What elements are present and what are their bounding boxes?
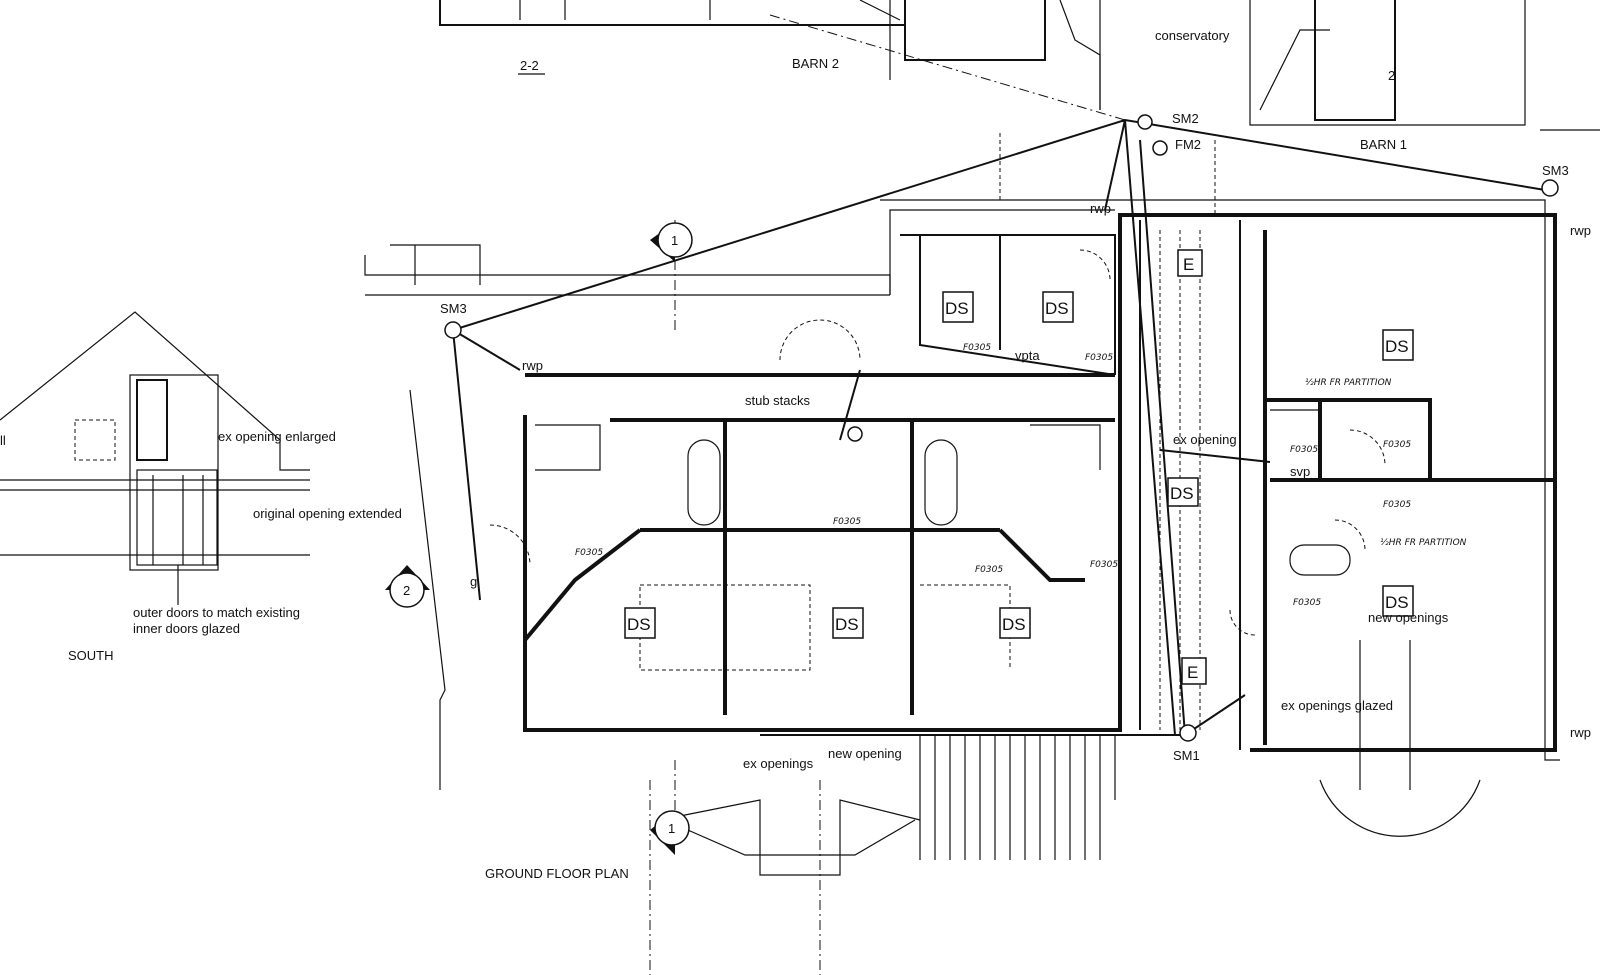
plan-title: GROUND FLOOR PLAN (485, 866, 629, 881)
svg-text:2: 2 (403, 583, 410, 598)
ex-openings-glazed-label: ex openings glazed (1281, 698, 1393, 713)
ds-tag: DS (627, 615, 651, 634)
original-opening-extended-label: original opening extended (253, 506, 402, 521)
e-tag: E (1183, 255, 1194, 274)
svg-text:1: 1 (668, 821, 675, 836)
sm3-left-label: SM3 (440, 301, 467, 316)
conservatory-label: conservatory (1155, 28, 1230, 43)
door-rating: F0305 (1383, 500, 1411, 510)
manhole-fm2 (1152, 140, 1168, 156)
svg-text:1: 1 (671, 233, 678, 248)
fm2-label: FM2 (1175, 137, 1201, 152)
top-sections: 2-2 BARN 2 conservatory 2 BARN 1 (439, 0, 1600, 152)
manhole-sm1 (1179, 724, 1197, 742)
door-rating: F0305 (1293, 598, 1321, 608)
south-elevation-label: SOUTH (68, 648, 114, 663)
ex-openings-label: ex openings (743, 756, 814, 771)
outer-doors-label: outer doors to match existing (133, 605, 300, 620)
rwp-label-east: rwp (1570, 223, 1591, 238)
ds-tag: DS (1385, 337, 1409, 356)
section-markers: 1 2 1 (385, 222, 693, 855)
drainage-runs: SM2 FM2 SM3 SM3 SM1 rwp rwp rwp rwp vpta… (440, 111, 1591, 763)
barn1-room-number: 2 (1388, 68, 1395, 83)
manhole-sm2 (1137, 114, 1153, 130)
stub-stack-junction (847, 426, 863, 442)
sm1-label: SM1 (1173, 748, 1200, 763)
manhole-sm3-left (444, 321, 462, 339)
south-elevation: ll ex opening enlarged original opening … (0, 311, 402, 663)
ds-tag: DS (1002, 615, 1026, 634)
door-rating: F0305 (963, 343, 991, 353)
door-rating: F0305 (1090, 560, 1118, 570)
section-label-2-2: 2-2 (520, 58, 539, 73)
sm2-label: SM2 (1172, 111, 1199, 126)
ex-opening-enlarged-label: ex opening enlarged (218, 429, 336, 444)
door-rating: F0305 (1290, 445, 1318, 455)
section-marker-1-north: 1 (650, 222, 693, 262)
fr-partition-note: ½HR FR PARTITION (1305, 378, 1392, 388)
svp-label: svp (1290, 464, 1310, 479)
barn2-label: BARN 2 (792, 56, 839, 71)
rwp-label-north: rwp (1090, 201, 1111, 216)
door-rating: F0305 (833, 517, 861, 527)
section-marker-2-west: 2 (385, 565, 430, 608)
sm3-right-label: SM3 (1542, 163, 1569, 178)
rwp-label-west: rwp (522, 358, 543, 373)
ds-tag: DS (1385, 593, 1409, 612)
ds-tag: DS (835, 615, 859, 634)
ds-tag: DS (1045, 299, 1069, 318)
rwp-label-southeast: rwp (1570, 725, 1591, 740)
door-ratings: F0305 F0305 F0305 F0305 F0305 F0305 F030… (575, 343, 1467, 608)
ground-floor-plan (364, 130, 1560, 975)
stub-stacks-label: stub stacks (745, 393, 811, 408)
fr-partition-note: ½HR FR PARTITION (1380, 538, 1467, 548)
ds-tag: DS (1170, 484, 1194, 503)
new-openings-label: new openings (1368, 610, 1449, 625)
wall-label-fragment: ll (0, 433, 6, 448)
door-rating: F0305 (575, 548, 603, 558)
new-opening-label: new opening (828, 746, 902, 761)
ex-opening-label: ex opening (1173, 432, 1237, 447)
door-rating: F0305 (1085, 353, 1113, 363)
manhole-sm3-right (1541, 179, 1559, 197)
ds-tag: DS (945, 299, 969, 318)
section-marker-1-south: 1 (650, 810, 690, 855)
inner-doors-label: inner doors glazed (133, 621, 240, 636)
door-rating: F0305 (975, 565, 1003, 575)
door-rating: F0305 (1383, 440, 1411, 450)
e-tag: E (1187, 663, 1198, 682)
gully-label: g (470, 574, 477, 589)
plan-annotations: ex opening new openings ex openings glaz… (470, 432, 1449, 881)
vpta-label: vpta (1015, 348, 1040, 363)
room-tags: DS DS DS DS DS DS DS DS E E (624, 249, 1414, 685)
barn1-label: BARN 1 (1360, 137, 1407, 152)
